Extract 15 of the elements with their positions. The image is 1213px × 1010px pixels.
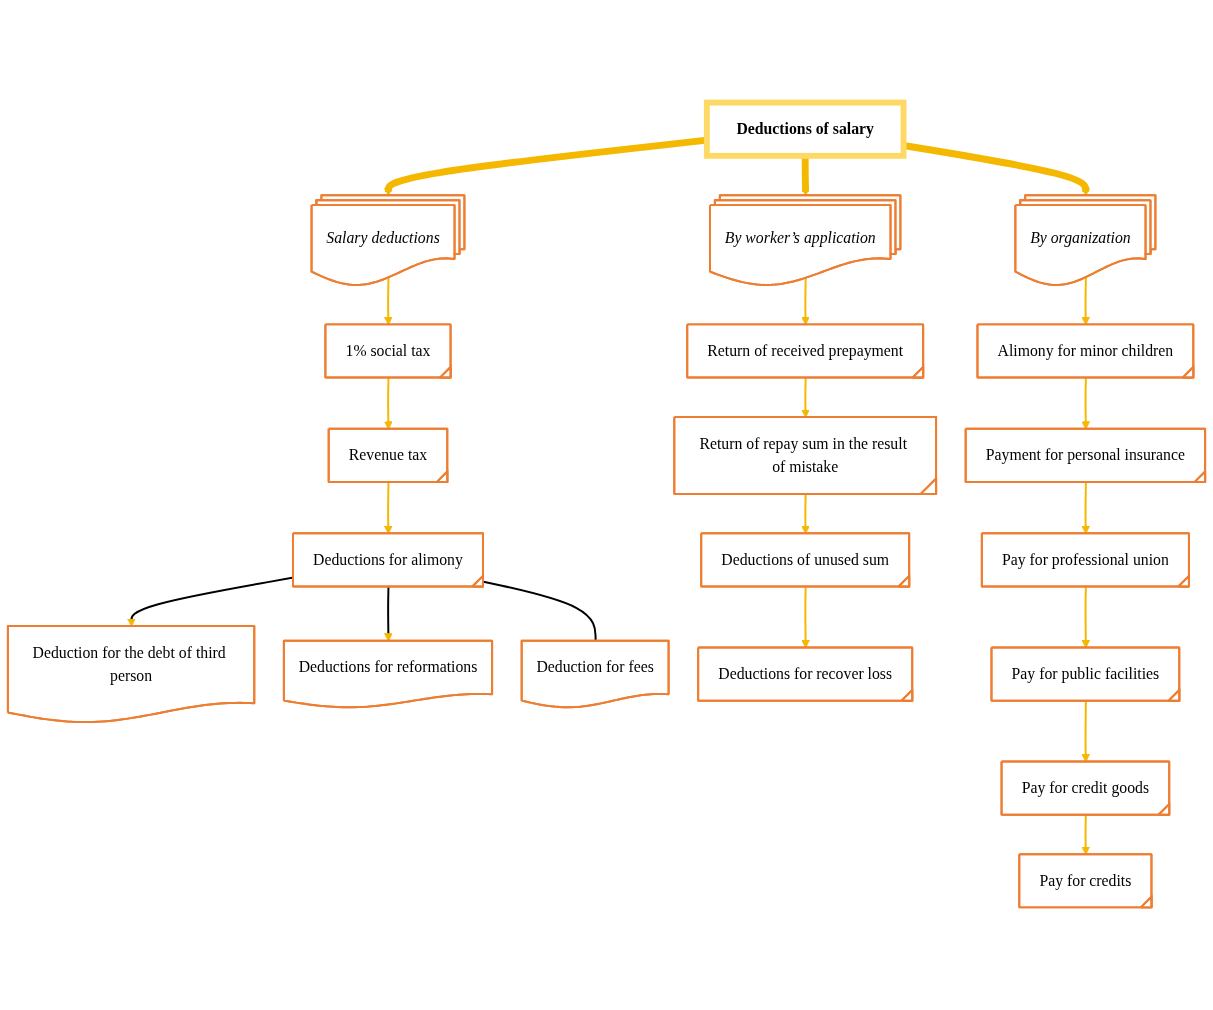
node-box: Deductions of salary — [703, 99, 907, 159]
arrow — [801, 277, 810, 326]
arrow — [1081, 481, 1090, 535]
arrow — [801, 586, 810, 649]
arrow — [1081, 700, 1090, 763]
arrow — [1081, 814, 1090, 856]
arrow — [384, 377, 393, 430]
arrow — [1081, 377, 1091, 430]
arrow — [801, 493, 810, 535]
arrow — [383, 277, 393, 326]
arrow — [903, 142, 1090, 197]
arrow — [1081, 586, 1091, 649]
arrow — [801, 377, 810, 418]
arrow — [1081, 276, 1090, 326]
arrow — [383, 481, 393, 535]
